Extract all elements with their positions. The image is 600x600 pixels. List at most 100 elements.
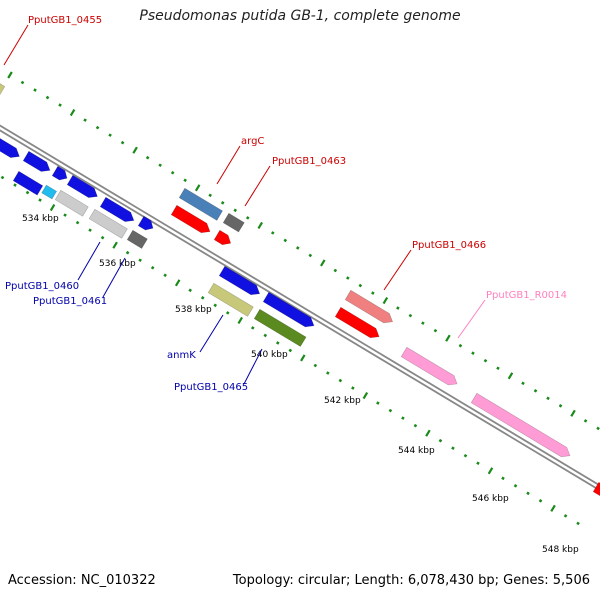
- lower-tick-track-tick: [538, 499, 543, 503]
- gene-label-PputGB1_0465[interactable]: PputGB1_0465: [174, 382, 248, 393]
- feature-blue-arrow[interactable]: [137, 215, 154, 231]
- lower-tick-track-tick: [250, 326, 255, 330]
- feature-PputGB1_0466[interactable]: [344, 289, 394, 324]
- feature-blue-arrow[interactable]: [218, 265, 261, 296]
- feature-PputGB1_R0014[interactable]: [400, 346, 458, 386]
- map-title: Pseudomonas putida GB-1, complete genome: [139, 8, 461, 24]
- gene-label-PputGB1_0455[interactable]: PputGB1_0455: [28, 15, 102, 26]
- feature-red-box[interactable]: [592, 481, 600, 499]
- lower-tick-track-tick: [163, 273, 167, 278]
- feature-blue-arrow[interactable]: [262, 291, 315, 328]
- upper-tick-track-tick: [58, 103, 62, 107]
- tick-label-544: 544 kbp: [398, 446, 435, 456]
- tick-label-546: 546 kbp: [472, 494, 509, 504]
- feature-blue-arrow[interactable]: [51, 165, 68, 181]
- feature-grey-box[interactable]: [88, 208, 128, 239]
- topology-text: Topology: circular; Length: 6,078,430 bp…: [232, 573, 590, 588]
- upper-tick-track-tick: [132, 146, 138, 154]
- gene-label-argC[interactable]: argC: [241, 136, 264, 147]
- lower-tick-track-tick: [362, 392, 369, 400]
- feature-olive-box[interactable]: [0, 79, 6, 96]
- gene-label-anmK[interactable]: anmK: [167, 350, 196, 361]
- upper-tick-track-tick: [83, 118, 87, 122]
- tick-track-upper: [7, 71, 600, 431]
- feature-cyan-box[interactable]: [41, 184, 58, 200]
- accession-text: Accession: NC_010322: [8, 573, 156, 588]
- gene-labels: PputGB1_0455 argC PputGB1_0463 PputGB1_0…: [5, 15, 567, 393]
- lower-tick-track-tick: [550, 504, 556, 512]
- feature-grey-box[interactable]: [54, 189, 89, 217]
- gene-label-PputGB1_0466[interactable]: PputGB1_0466: [412, 240, 486, 251]
- upper-tick-track-tick: [346, 276, 350, 280]
- lower-tick-track-tick: [200, 296, 205, 300]
- lower-tick-track-tick: [388, 408, 393, 413]
- upper-tick-track-tick: [208, 193, 212, 198]
- upper-tick-track-tick: [95, 125, 100, 130]
- upper-tick-track-tick: [333, 268, 338, 273]
- lower-tick-track-tick: [401, 416, 405, 420]
- lower-tick-track-tick: [376, 401, 380, 405]
- lower-tick-track-tick: [425, 429, 431, 437]
- backbone-inner-line: [0, 126, 600, 490]
- upper-tick-track-tick: [570, 409, 576, 417]
- lower-tick-track-tick: [188, 288, 192, 293]
- upper-tick-track-tick: [108, 133, 112, 137]
- lower-tick-track-tick: [38, 198, 42, 202]
- upper-tick-track-tick: [533, 389, 538, 393]
- feature-PputGB1_0463[interactable]: [222, 212, 245, 233]
- feature-red-arrow[interactable]: [170, 204, 211, 234]
- upper-tick-track-tick: [45, 95, 50, 100]
- tick-label-540: 540 kbp: [251, 350, 288, 360]
- feature-blue-arrow[interactable]: [66, 174, 98, 198]
- tick-label-542: 542 kbp: [324, 396, 361, 406]
- upper-tick-track-tick: [483, 358, 488, 363]
- lower-tick-track-tick: [487, 467, 494, 475]
- lower-tick-track-tick: [49, 204, 56, 212]
- upper-tick-track-tick: [546, 396, 550, 401]
- gene-label-PputGB1_0463[interactable]: PputGB1_0463: [272, 156, 346, 167]
- lower-tick-track-tick: [213, 303, 218, 308]
- upper-tick-track-tick: [445, 334, 451, 342]
- upper-tick-track-tick: [295, 246, 300, 250]
- upper-tick-track-tick: [596, 426, 600, 431]
- tick-label-536: 536 kbp: [99, 259, 136, 269]
- gene-label-PputGB1_0461[interactable]: PputGB1_0461: [33, 296, 107, 307]
- gene-label-PputGB1_0460[interactable]: PputGB1_0460: [5, 281, 79, 292]
- tick-label-548: 548 kbp: [542, 545, 579, 555]
- lower-tick-track-tick: [150, 265, 155, 270]
- upper-tick-track-tick: [358, 283, 363, 288]
- feature-darkgrey-box[interactable]: [126, 229, 148, 249]
- feature-argC[interactable]: [178, 187, 223, 221]
- upper-tick-track-tick: [496, 366, 500, 371]
- callout-line-PputGB1_0460: [77, 241, 101, 281]
- feature-rrna-arrow[interactable]: [470, 392, 571, 458]
- lower-tick-track-tick: [275, 341, 280, 345]
- lower-tick-track-tick: [138, 258, 142, 263]
- upper-tick-track-tick: [183, 178, 187, 183]
- upper-tick-track-tick: [458, 343, 463, 348]
- feature-red-arrow[interactable]: [334, 306, 380, 339]
- lower-tick-track-tick: [88, 228, 92, 232]
- callout-line-PputGB1_0465: [243, 348, 263, 385]
- feature-red-arrow[interactable]: [213, 229, 232, 246]
- lower-tick-track-tick: [463, 453, 468, 458]
- label-callouts: [3, 24, 486, 385]
- tick-labels: 534 kbp 536 kbp 538 kbp 540 kbp 542 kbp …: [22, 214, 579, 555]
- upper-tick-track-tick: [396, 306, 400, 310]
- tick-label-538: 538 kbp: [175, 305, 212, 315]
- backbone: [0, 124, 600, 492]
- feature-blue-arrow[interactable]: [0, 135, 20, 158]
- upper-tick-track-tick: [120, 140, 125, 145]
- lower-tick-track-tick: [513, 484, 518, 488]
- lower-tick-track-tick: [438, 438, 443, 443]
- feature-blue-box[interactable]: [12, 170, 44, 196]
- feature-anmK[interactable]: [207, 282, 254, 317]
- feature-blue-arrow[interactable]: [22, 150, 51, 172]
- upper-tick-track-tick: [220, 201, 225, 205]
- feature-PputGB1_0465[interactable]: [253, 308, 307, 347]
- lower-tick-track-tick: [100, 235, 105, 240]
- gene-label-PputGB1_R0014[interactable]: PputGB1_R0014: [486, 290, 567, 301]
- upper-tick-track-tick: [170, 170, 175, 175]
- feature-blue-arrow[interactable]: [99, 196, 135, 222]
- callout-line-PputGB1_0463: [244, 165, 271, 207]
